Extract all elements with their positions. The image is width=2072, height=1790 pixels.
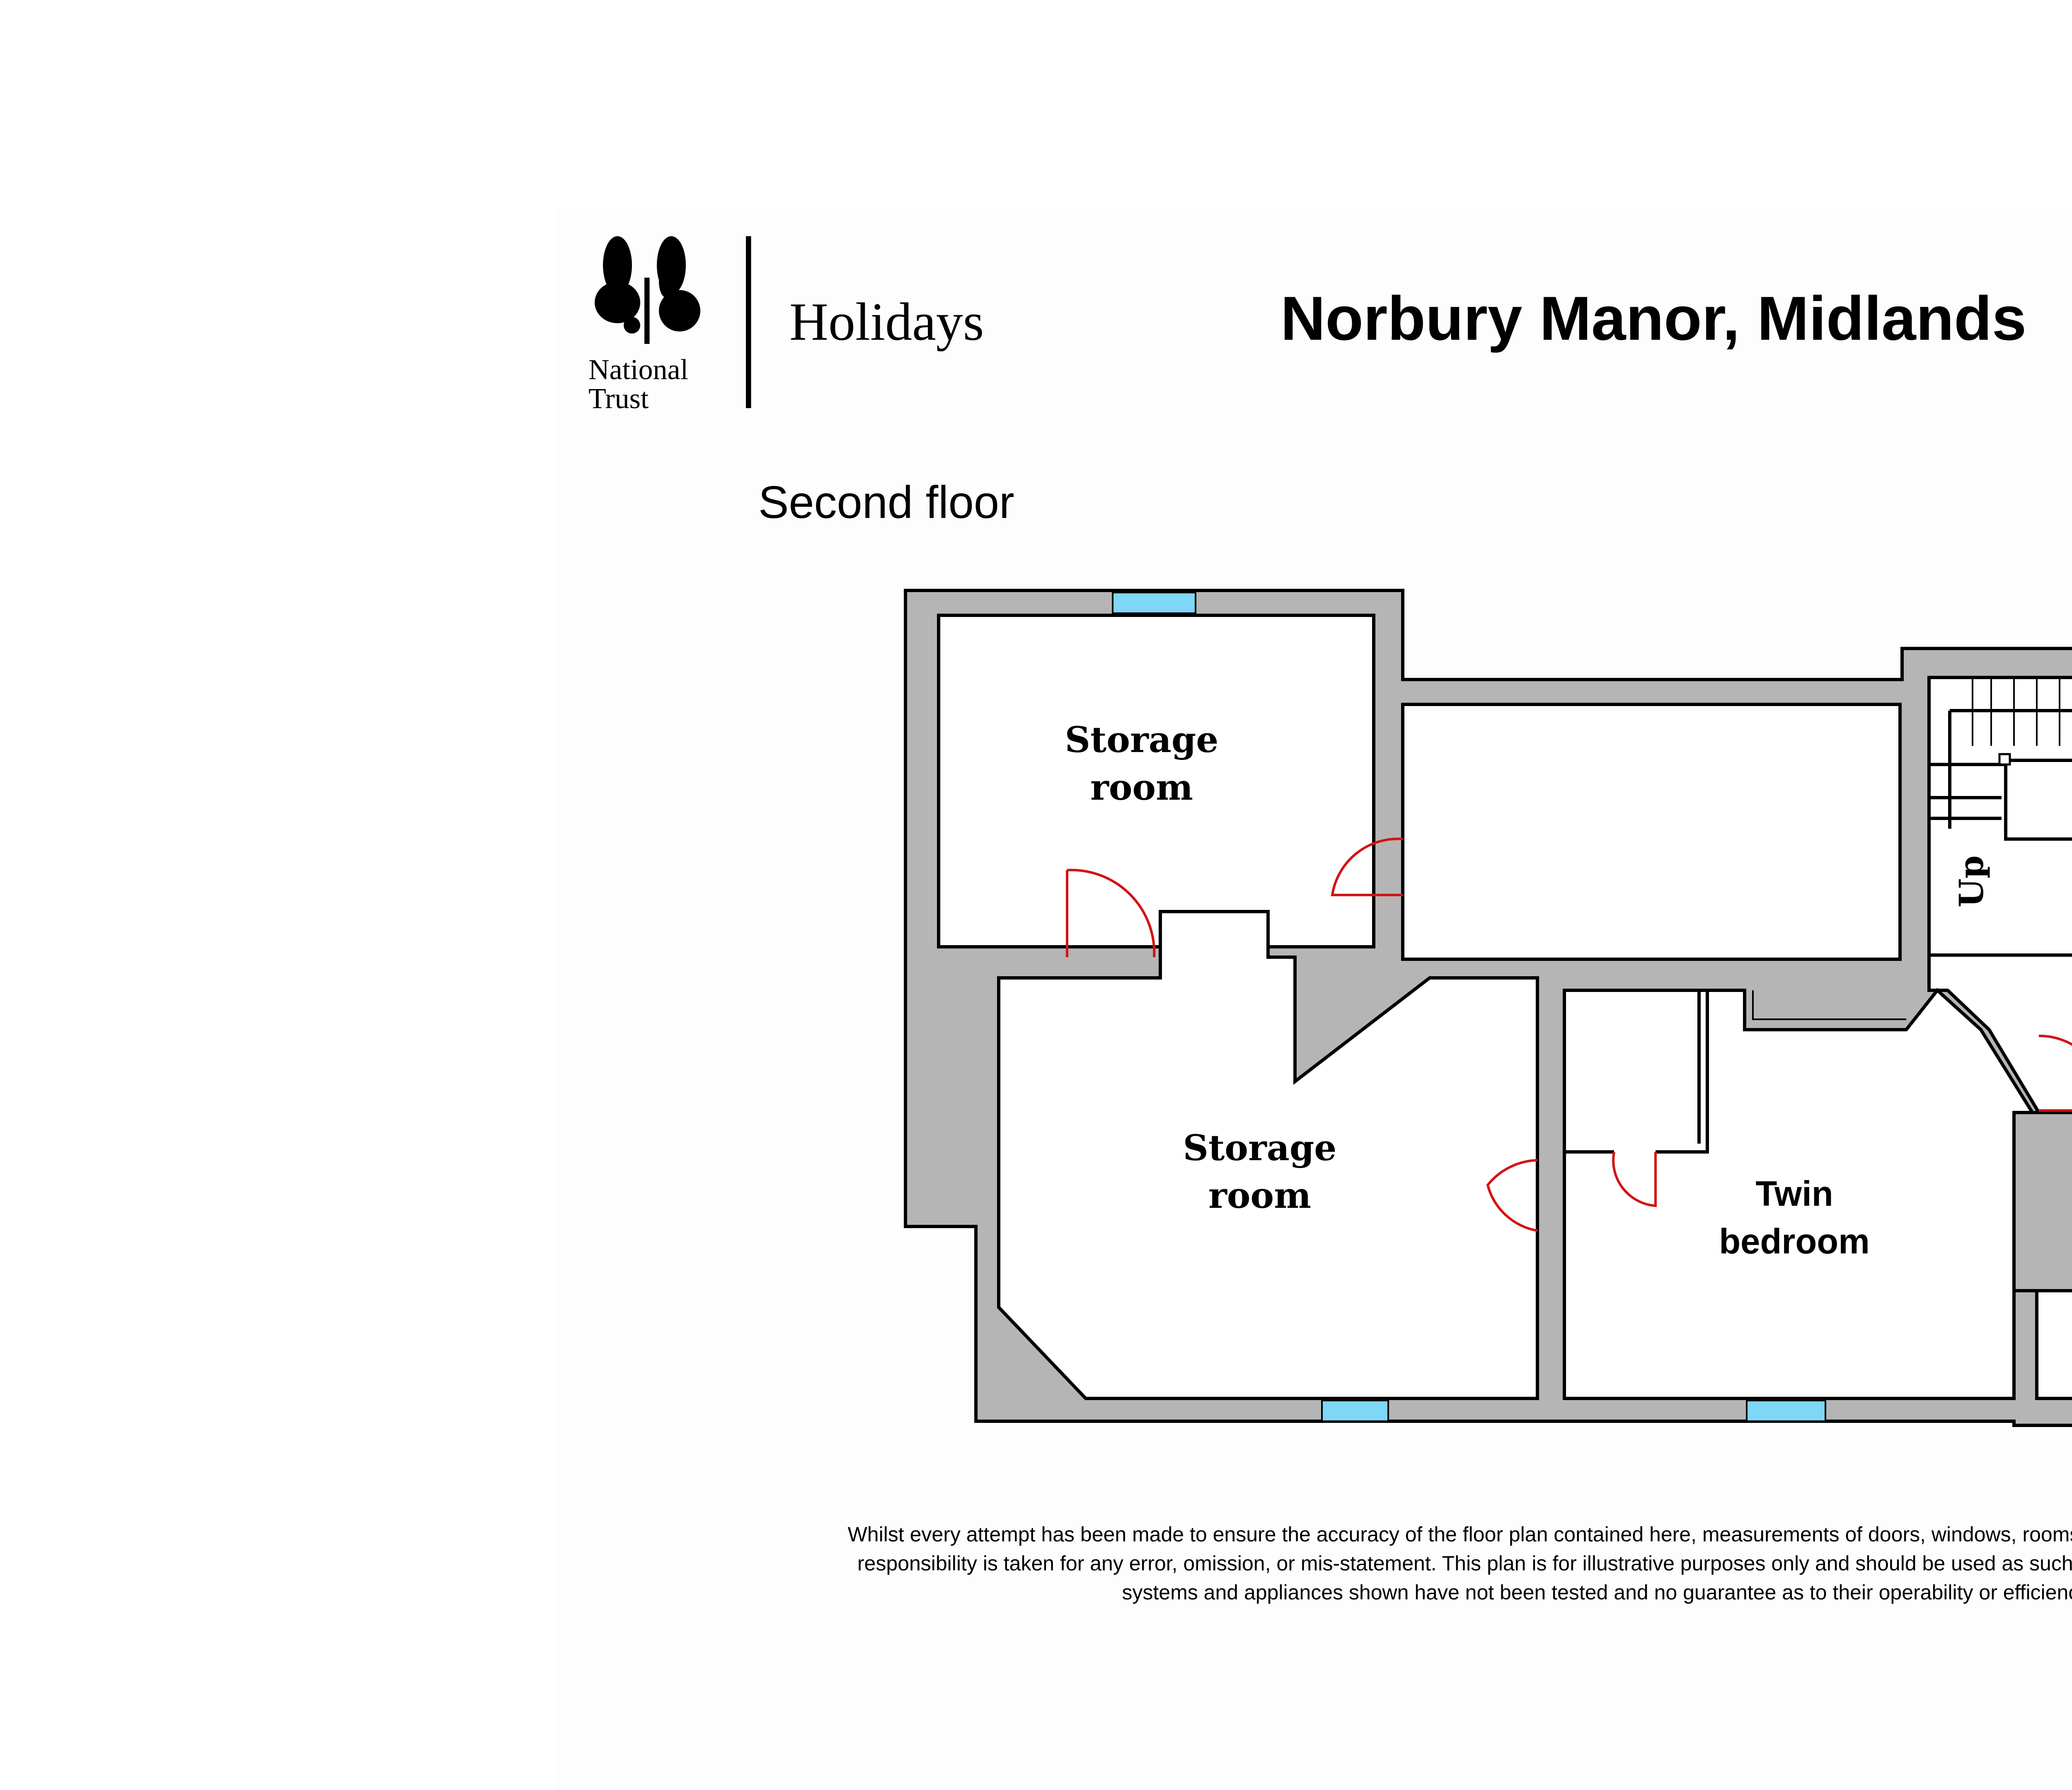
wardrobe-outline bbox=[1564, 990, 1709, 1154]
brand-holidays: Holidays bbox=[789, 292, 984, 352]
door-storage-top bbox=[1067, 868, 1156, 958]
room-label-twin-1: Twin bbox=[1755, 1174, 1833, 1214]
logo-divider bbox=[746, 236, 751, 408]
room-label-twin-2: bedroom bbox=[1719, 1222, 1870, 1261]
window-storage-top bbox=[1112, 592, 1196, 614]
room-label-storage-bottom-2: room bbox=[1208, 1175, 1311, 1217]
twin-bedroom bbox=[1563, 988, 2042, 1400]
disclaimer-line-3: systems and appliances shown have not be… bbox=[1122, 1581, 2072, 1604]
room-label-storage-top-2: room bbox=[1090, 767, 1193, 808]
storage-room-bottom bbox=[997, 910, 1539, 1400]
doors bbox=[1066, 837, 2072, 1232]
storage-room-top bbox=[937, 614, 1375, 948]
landing bbox=[1927, 953, 2072, 1125]
corridor-upper bbox=[1401, 703, 1902, 961]
oak-leaf-icon bbox=[595, 236, 700, 344]
door-wardrobe bbox=[1612, 1151, 1657, 1207]
disclaimer: Whilst every attempt has been made to en… bbox=[848, 1523, 2072, 1604]
cupboard-outline bbox=[1752, 990, 1906, 1020]
disclaimer-line-1: Whilst every attempt has been made to en… bbox=[848, 1523, 2072, 1546]
window-twin bbox=[1746, 1400, 1826, 1422]
door-twin-bedroom bbox=[2038, 1034, 2072, 1112]
room-label-storage-bottom-1: Storage bbox=[1183, 1127, 1337, 1169]
door-storage-bottom bbox=[1486, 1159, 1538, 1232]
logo-text-trust: Trust bbox=[588, 383, 649, 415]
national-trust-logo: National Trust Holidays bbox=[588, 236, 984, 415]
stairwell bbox=[1927, 676, 2072, 957]
door-corridor bbox=[1331, 837, 1403, 896]
window-storage-bottom bbox=[1321, 1400, 1389, 1422]
floor-label: Second floor bbox=[758, 477, 1014, 528]
wall-pillar bbox=[2012, 1111, 2072, 1292]
page-title: Norbury Manor, Midlands bbox=[1280, 283, 2026, 353]
cupboard bbox=[2035, 1287, 2072, 1400]
disclaimer-line-2: responsibility is taken for any error, o… bbox=[857, 1552, 2072, 1575]
stairs-up-label: Up bbox=[1952, 855, 1991, 907]
logo-text-national: National bbox=[588, 354, 688, 386]
floor-plan: Up Storage room Storage room Twin bedroo… bbox=[904, 589, 2072, 1427]
room-label-storage-top-1: Storage bbox=[1065, 719, 1219, 761]
staircase: Up bbox=[1929, 677, 2072, 907]
